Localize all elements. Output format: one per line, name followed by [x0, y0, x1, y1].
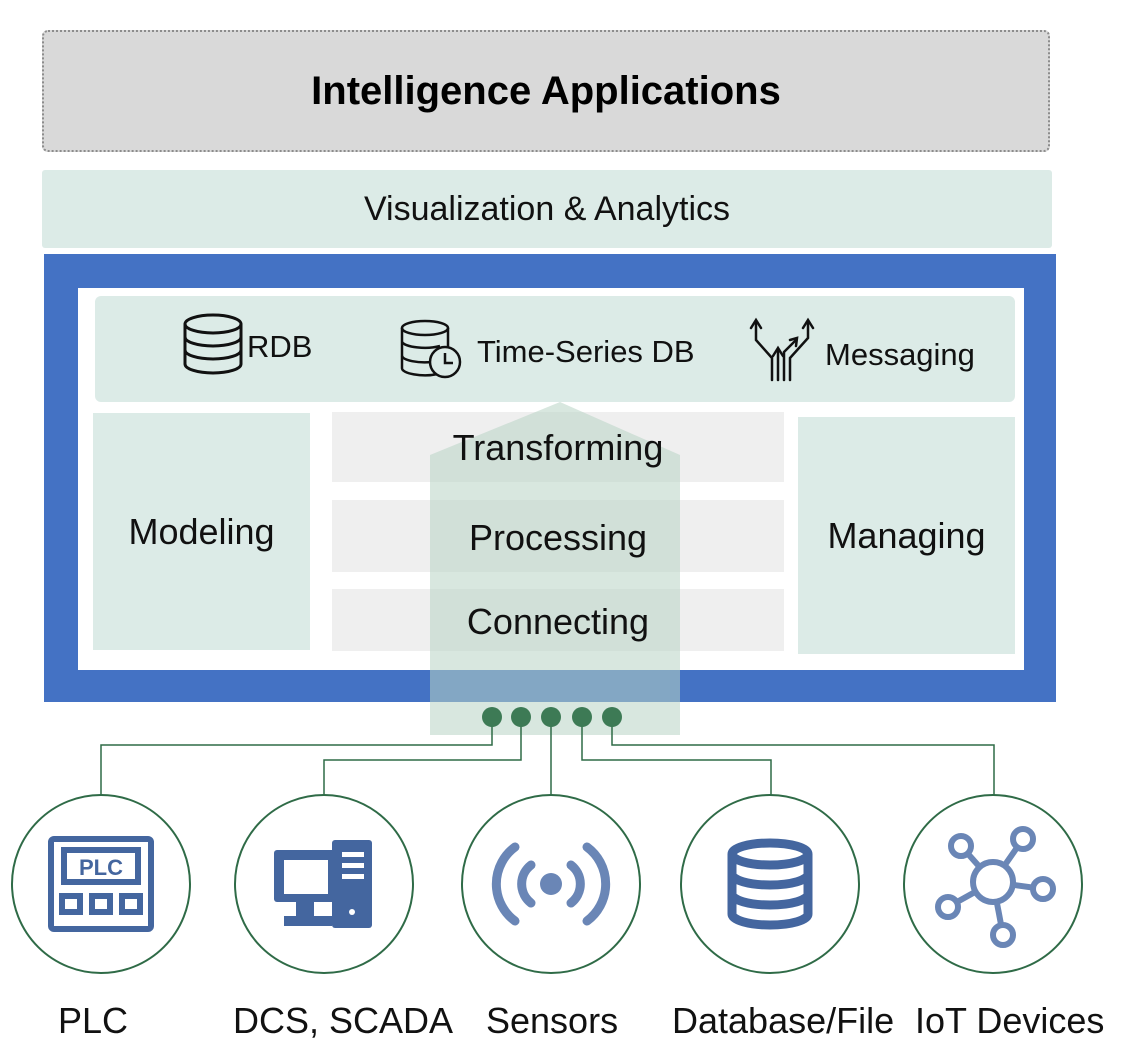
- sensor-signal-icon: [491, 842, 611, 926]
- port-dot: [482, 707, 502, 727]
- modeling-box: Modeling: [93, 413, 310, 650]
- source-circle-plc: PLC: [11, 794, 191, 974]
- source-circle-iot-devices: [903, 794, 1083, 974]
- managing-label: Managing: [827, 514, 986, 556]
- source-circle-database-file: [680, 794, 860, 974]
- port-dot: [511, 707, 531, 727]
- processing-label-wrap: Processing: [332, 502, 784, 574]
- connecting-label: Connecting: [466, 601, 650, 642]
- intelligence-applications-box: Intelligence Applications: [42, 30, 1050, 152]
- intelligence-applications-title: Intelligence Applications: [311, 68, 781, 113]
- port-dot: [541, 707, 561, 727]
- visualization-analytics-label: Visualization & Analytics: [363, 189, 730, 228]
- source-circle-sensors: [461, 794, 641, 974]
- transforming-label: Transforming: [452, 427, 664, 468]
- connector-line-iot: [611, 717, 995, 795]
- source-label-plc: PLC: [58, 1000, 129, 1041]
- modeling-label: Modeling: [128, 510, 275, 552]
- managing-box: Managing: [798, 417, 1015, 654]
- computer-icon: [274, 840, 372, 928]
- connector-line-database: [581, 717, 772, 795]
- port-dot: [602, 707, 622, 727]
- database-stack-icon: [180, 312, 246, 378]
- database-icon: [727, 838, 813, 930]
- source-label-dcs-scada: DCS, SCADA: [233, 1000, 454, 1041]
- source-circle-dcs-scada: [234, 794, 414, 974]
- source-label-iot-devices: IoT Devices: [915, 1000, 1105, 1041]
- storage-label-rdb: RDB: [247, 329, 313, 364]
- storage-label-messaging: Messaging: [825, 337, 975, 372]
- visualization-analytics-box: Visualization & Analytics: [42, 170, 1052, 248]
- source-label-sensors: Sensors: [486, 1000, 619, 1041]
- messaging-arrows-icon: [748, 316, 820, 382]
- storage-strip: [95, 296, 1015, 402]
- iot-network-icon: [935, 826, 1056, 948]
- connecting-label-wrap: Connecting: [332, 586, 784, 658]
- transforming-label-wrap: Transforming: [332, 412, 784, 484]
- svg-text:PLC: PLC: [79, 855, 123, 880]
- port-dot: [572, 707, 592, 727]
- connector-line-plc: [100, 717, 493, 795]
- source-label-database-file: Database/File: [672, 1000, 895, 1041]
- storage-label-timeseries: Time-Series DB: [477, 334, 695, 369]
- connector-line-dcs: [323, 717, 522, 795]
- plc-icon: PLC: [48, 836, 154, 932]
- processing-label: Processing: [468, 517, 648, 558]
- timeseries-db-icon: [398, 318, 464, 380]
